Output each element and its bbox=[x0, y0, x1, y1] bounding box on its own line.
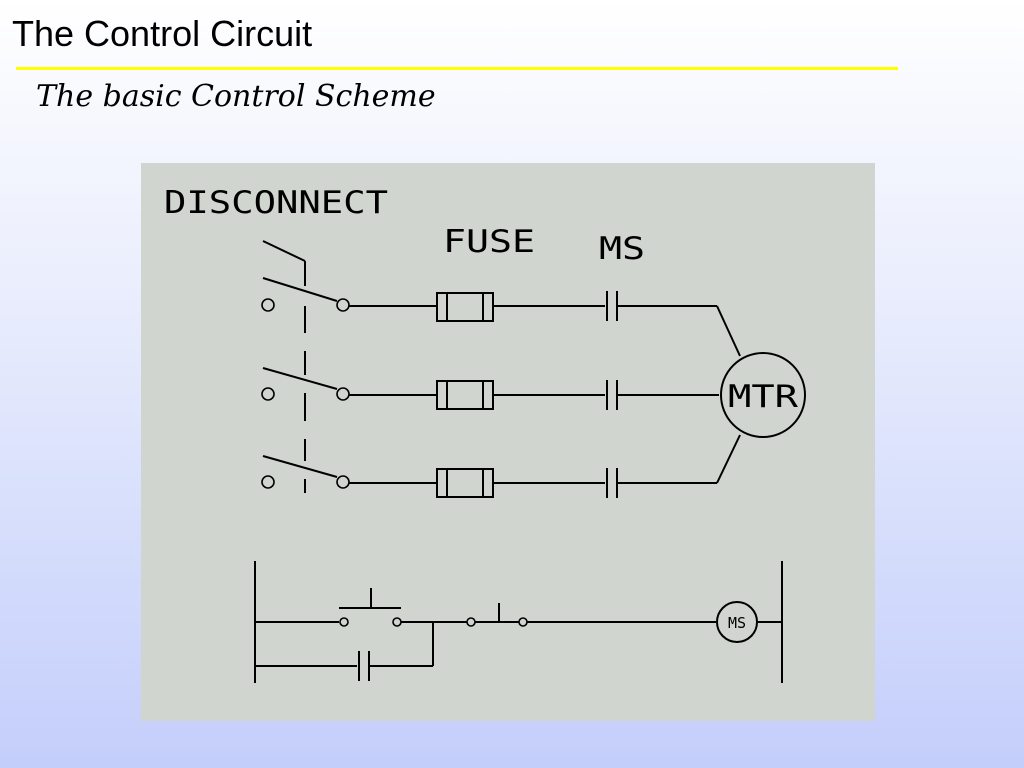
disconnect-label: DISCONNECT bbox=[164, 185, 388, 221]
circuit-diagram: DISCONNECT FUSE MS bbox=[164, 185, 806, 683]
control-circuit: MS bbox=[254, 561, 783, 683]
start-button bbox=[466, 603, 528, 627]
disconnect-switch bbox=[261, 240, 350, 493]
slide-title: The Control Circuit bbox=[12, 13, 313, 54]
stop-button bbox=[339, 588, 402, 627]
fuse bbox=[436, 468, 494, 498]
title-underline bbox=[16, 67, 898, 70]
ms-label: MS bbox=[599, 231, 645, 267]
fuse bbox=[436, 380, 494, 410]
diagram-panel: DISCONNECT FUSE MS bbox=[141, 163, 875, 721]
seal-in-contact bbox=[358, 651, 370, 681]
power-circuit bbox=[349, 291, 741, 498]
fuse bbox=[436, 292, 494, 322]
ms-contact bbox=[606, 380, 618, 410]
ms-contact bbox=[606, 468, 618, 498]
slide-subtitle: The basic Control Scheme bbox=[36, 79, 436, 114]
ms-coil: MS bbox=[716, 601, 758, 643]
ms-contact bbox=[606, 291, 618, 321]
coil-label: MS bbox=[728, 614, 746, 632]
fuse-label: FUSE bbox=[443, 224, 535, 260]
motor-label: MTR bbox=[728, 379, 798, 415]
motor: MTR bbox=[720, 352, 806, 438]
